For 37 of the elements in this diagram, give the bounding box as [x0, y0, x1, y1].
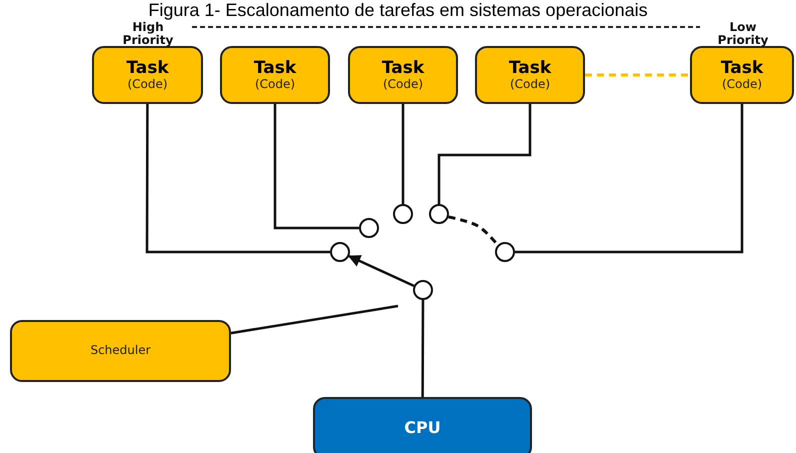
node-title: Task — [254, 59, 296, 78]
node-subtitle: (Code) — [254, 78, 296, 91]
node-subtitle: (Code) — [382, 78, 424, 91]
node-title: Task — [508, 59, 552, 78]
node-subtitle: (Code) — [510, 78, 550, 91]
node-title: Scheduler — [90, 344, 151, 358]
switch-contact — [429, 204, 449, 224]
switch-contact — [413, 280, 433, 300]
scheduler-box — [10, 320, 231, 382]
priority-label: Low Priority — [716, 21, 770, 48]
switch-contact — [330, 242, 350, 262]
connector-line — [438, 104, 532, 204]
connector-line — [274, 104, 359, 230]
node-title: Task — [720, 59, 764, 78]
connector-line — [585, 74, 690, 76]
task-box — [348, 46, 458, 104]
switch-contact — [359, 218, 379, 238]
priority-label: High Priority — [122, 21, 174, 48]
node-title: Task — [382, 59, 424, 78]
figure-title: Figura 1- Escalonamento de tarefas em sistemas operacionais — [147, 0, 649, 20]
connector-line — [421, 300, 424, 397]
cpu-box — [313, 397, 532, 453]
node-subtitle: (Code) — [127, 78, 168, 91]
node-subtitle: (Code) — [722, 78, 762, 91]
node-title: CPU — [404, 419, 441, 437]
connector-line — [515, 104, 744, 254]
switch-contact — [495, 242, 515, 262]
connector-line — [402, 104, 404, 204]
task-box — [690, 46, 794, 104]
switch-contact — [393, 204, 413, 224]
node-title: Task — [126, 59, 169, 78]
connector-line — [230, 304, 398, 334]
arrow — [348, 255, 414, 287]
task-box — [92, 46, 203, 104]
connector-line — [146, 104, 330, 254]
task-box — [475, 46, 585, 104]
task-box — [220, 46, 330, 104]
